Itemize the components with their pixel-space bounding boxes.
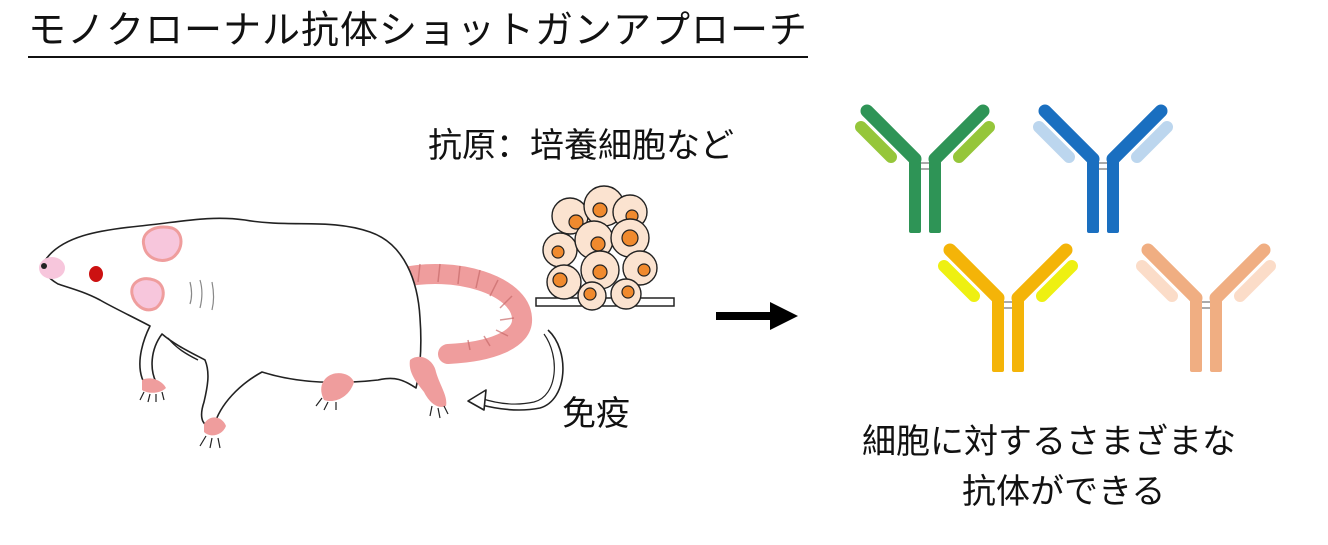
antibody-4: [1136, 243, 1276, 372]
cell: [577, 281, 607, 311]
rat-illustration: [39, 217, 532, 449]
rat-body: [42, 217, 422, 428]
rat-front-paw-2: [204, 417, 226, 436]
rat-ear-front: [130, 277, 165, 312]
antibody-group: [855, 104, 1276, 372]
antigen-label: 抗原：培養細胞など: [428, 126, 734, 166]
result-text-line-2: 抗体ができる: [962, 472, 1166, 512]
immunize-arrow: [467, 329, 564, 411]
rat-nose: [39, 257, 65, 279]
rat-ear-back: [141, 225, 183, 262]
result-text-line-1: 細胞に対するさまざまな: [862, 422, 1236, 462]
antibody-2: [1033, 104, 1173, 233]
cell: [610, 278, 642, 310]
rat-hind-paw-2: [409, 356, 447, 407]
antibody-1: [855, 104, 995, 233]
result-arrow: [716, 302, 798, 330]
cell: [542, 232, 578, 268]
cell: [546, 264, 582, 300]
antibody-3: [938, 243, 1078, 372]
cell: [551, 197, 589, 235]
rat-tail: [390, 264, 532, 364]
rat-hind-paw-1: [321, 373, 354, 402]
rat-eye: [89, 266, 103, 282]
immunize-label: 免疫: [562, 394, 630, 434]
page-title: モノクローナル抗体ショットガンアプローチ: [28, 4, 809, 58]
rat-front-paw-1: [142, 378, 166, 393]
cultured-cells-illustration: [535, 185, 675, 311]
cell: [622, 250, 658, 286]
cell: [580, 250, 620, 290]
